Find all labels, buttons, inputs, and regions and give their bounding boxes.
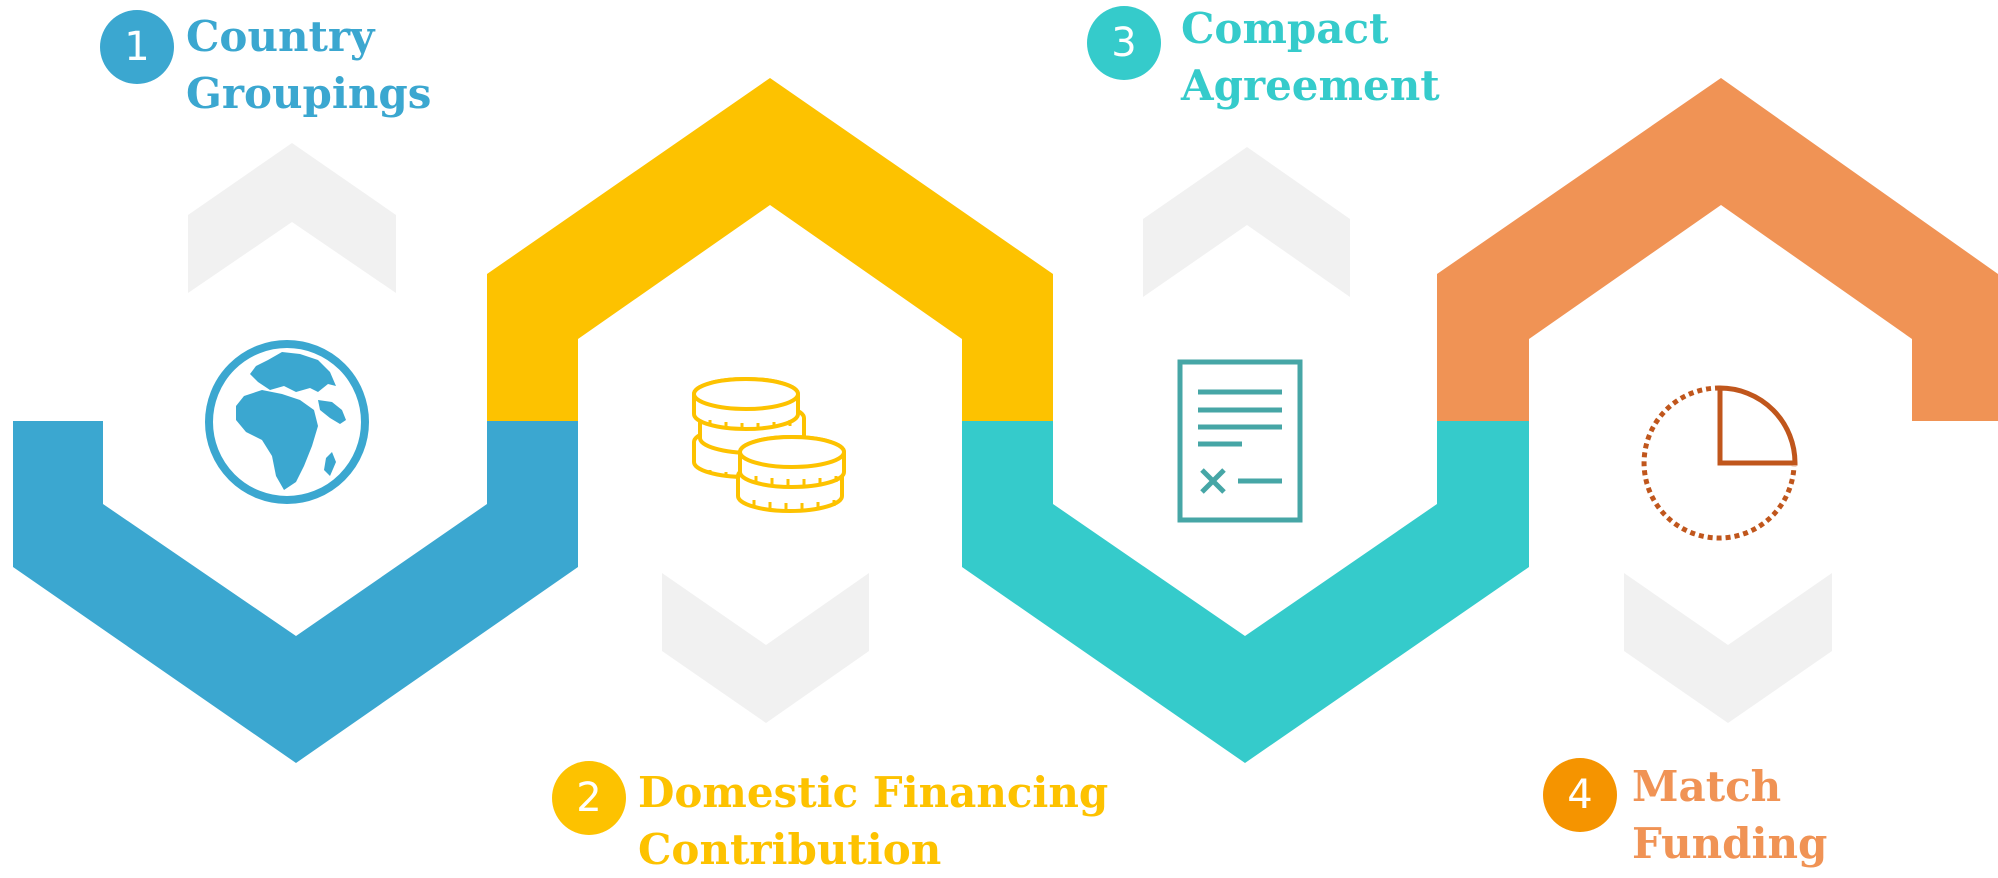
document-icon (1177, 359, 1303, 523)
step-title-line1: Match (1632, 762, 1782, 811)
coins-icon (692, 377, 846, 513)
chevron-down-decoration-2 (662, 573, 869, 723)
step-title: Compact Agreement (1181, 0, 1440, 114)
step-title-line1: Compact (1181, 4, 1389, 53)
globe-icon (205, 340, 369, 504)
band-domestic-financing (487, 78, 1053, 421)
step-title-line2: Funding (1632, 819, 1828, 868)
chevron-up-decoration-3 (1143, 147, 1350, 297)
band-match-funding (1437, 78, 1998, 421)
step-number-badge: 1 (100, 10, 174, 84)
step-number-badge: 3 (1087, 6, 1161, 80)
step-title-line1: Domestic Financing (638, 768, 1109, 817)
step-title: Domestic Financing Contribution (638, 764, 1108, 878)
step-title-line2: Agreement (1181, 61, 1440, 110)
band-compact-agreement (962, 421, 1529, 763)
step-title-line2: Groupings (186, 69, 432, 118)
step-title: Country Groupings (186, 8, 431, 122)
chevron-down-decoration-4 (1624, 573, 1832, 723)
step-title-line1: Country (186, 12, 375, 61)
band-country-groupings (13, 421, 578, 763)
step-number-badge: 4 (1543, 758, 1617, 832)
chevron-up-decoration-1 (188, 143, 396, 293)
step-number-badge: 2 (552, 761, 626, 835)
pie-timer-icon (1641, 385, 1798, 541)
step-title-line2: Contribution (638, 825, 942, 874)
step-title: Match Funding (1632, 758, 1827, 872)
